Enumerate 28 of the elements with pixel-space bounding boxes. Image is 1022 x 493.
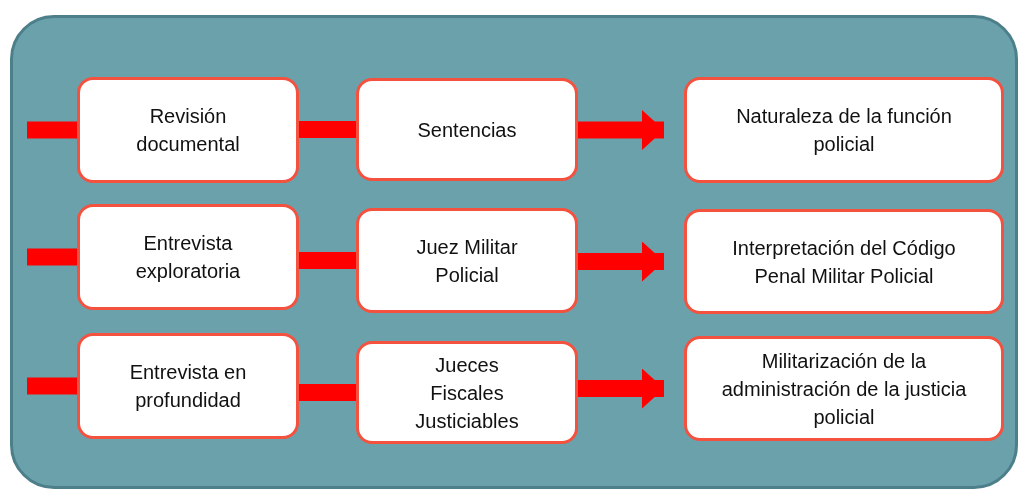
connector-bar (27, 248, 77, 266)
box-label: Entrevista en profundidad (128, 360, 248, 413)
box-label: Revisión documental (135, 104, 241, 157)
process-box (684, 209, 1004, 314)
arrow (578, 368, 664, 409)
connector-bar (27, 377, 77, 395)
connector-bar (299, 121, 356, 138)
arrow (578, 241, 664, 282)
box-label: Entrevista exploratoria (134, 231, 242, 284)
process-box (356, 78, 578, 181)
process-box (684, 336, 1004, 441)
box-label: Interpretación del Código Penal Militar Policial (731, 235, 957, 289)
connector-bar (299, 384, 356, 401)
box-label: Sentencias (417, 117, 517, 143)
process-box (356, 341, 578, 444)
box-label: Jueces Fiscales Justiciables (414, 352, 520, 434)
process-box (684, 77, 1004, 183)
process-box (356, 208, 578, 313)
connector-bar (27, 121, 77, 139)
process-box (77, 204, 299, 310)
process-box (77, 333, 299, 439)
panel-background (10, 15, 1018, 489)
box-label: Militarización de la administración de la justicia policial (720, 348, 968, 430)
process-box (77, 77, 299, 183)
arrow (578, 110, 664, 150)
box-label: Naturaleza de la función policial (735, 104, 953, 157)
box-label: Juez Militar Policial (415, 234, 519, 288)
connector-bar (299, 252, 356, 269)
